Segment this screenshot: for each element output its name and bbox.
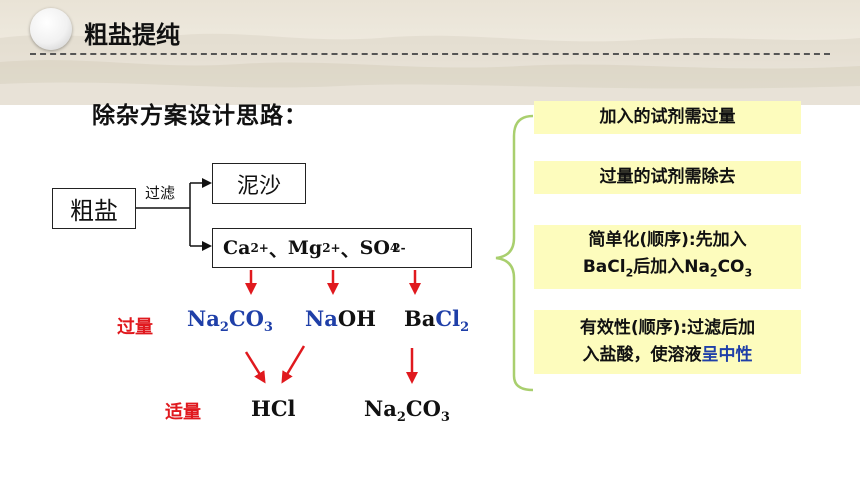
- p3-mid: 后加入Na: [633, 257, 710, 278]
- title-divider: [30, 53, 830, 55]
- na2co3-na-sub: 2: [219, 320, 229, 336]
- moderate-label: 适量: [165, 402, 201, 423]
- ion-so-charge: 2-: [392, 241, 406, 255]
- slide-subtitle: 除杂方案设计思路：: [92, 103, 308, 129]
- filter-connector: [136, 178, 212, 251]
- ion-ca: Ca: [223, 237, 251, 259]
- ion-sep-1: 、: [268, 238, 288, 261]
- p3-co-sub: 3: [744, 266, 753, 280]
- title-bullet-icon: [30, 8, 72, 50]
- ion-mg: Mg: [287, 237, 323, 259]
- principle-effective: 有效性(顺序):过滤后加 入盐酸，使溶液呈中性: [534, 310, 801, 374]
- principle-simplify: 简单化(顺序):先加入 BaCl2后加入Na2CO3: [534, 225, 801, 289]
- reagent-na2co3-second: Na2CO3: [364, 396, 450, 425]
- principle-remove-text: 过量的试剂需除去: [599, 167, 736, 187]
- sand-box: 泥沙: [212, 163, 306, 204]
- reagent-bacl2: BaCl2: [404, 306, 469, 335]
- reagent-hcl: HCl: [251, 396, 296, 421]
- p3-na-sub: 2: [709, 266, 718, 280]
- principle-effective-line2: 入盐酸，使溶液呈中性: [583, 342, 753, 369]
- na2co3b-na-sub: 2: [396, 410, 406, 426]
- sand-text: 泥沙: [236, 173, 281, 199]
- p4-line2a: 入盐酸，使溶液: [582, 345, 702, 365]
- na2co3-na: Na: [187, 306, 220, 331]
- mountain-decoration: [0, 33, 860, 105]
- na2co3b-co: CO: [405, 396, 441, 421]
- na2co3-co-sub: 3: [263, 320, 273, 336]
- na2co3b-na: Na: [364, 396, 397, 421]
- ion-mg-charge: 2+: [322, 241, 341, 255]
- crude-salt-text: 粗盐: [70, 197, 118, 225]
- p3-ba: BaCl: [582, 257, 626, 278]
- principle-effective-line1: 有效性(顺序):过滤后加: [579, 318, 756, 338]
- p4-highlight: 呈中性: [701, 345, 753, 365]
- bacl2-cl: Cl: [435, 306, 461, 331]
- ion-sep-2: 、: [340, 238, 360, 261]
- principle-remove: 过量的试剂需除去: [534, 161, 801, 194]
- excess-label: 过量: [117, 317, 153, 338]
- na2co3b-co-sub: 3: [440, 410, 450, 426]
- ion-so-sub: 4: [389, 241, 399, 255]
- principle-simplify-line2: BaCl2后加入Na2CO3: [583, 254, 752, 286]
- bacl2-cl-sub: 2: [460, 320, 470, 336]
- crude-salt-box: 粗盐: [52, 188, 136, 229]
- principle-simplify-line1: 简单化(顺序):先加入: [588, 230, 747, 251]
- p3-ba-sub: 2: [625, 266, 634, 280]
- red-arrows: [244, 270, 421, 384]
- ion-so: SO: [359, 237, 390, 259]
- bacl2-ba: Ba: [404, 306, 436, 331]
- principle-excess-text: 加入的试剂需过量: [599, 107, 736, 127]
- slide-title: 粗盐提纯: [84, 21, 180, 49]
- naoh-oh: OH: [337, 306, 376, 331]
- reagent-na2co3: Na2CO3: [187, 306, 273, 335]
- na2co3-co: CO: [228, 306, 264, 331]
- ion-ca-charge: 2+: [250, 241, 269, 255]
- naoh-na: Na: [305, 306, 338, 331]
- principle-excess: 加入的试剂需过量: [534, 101, 801, 134]
- filter-label: 过滤: [145, 184, 176, 202]
- header-band: [0, 0, 860, 105]
- principles-brace: [495, 114, 534, 392]
- p3-co: CO: [717, 257, 745, 278]
- reagent-naoh: NaOH: [305, 306, 376, 331]
